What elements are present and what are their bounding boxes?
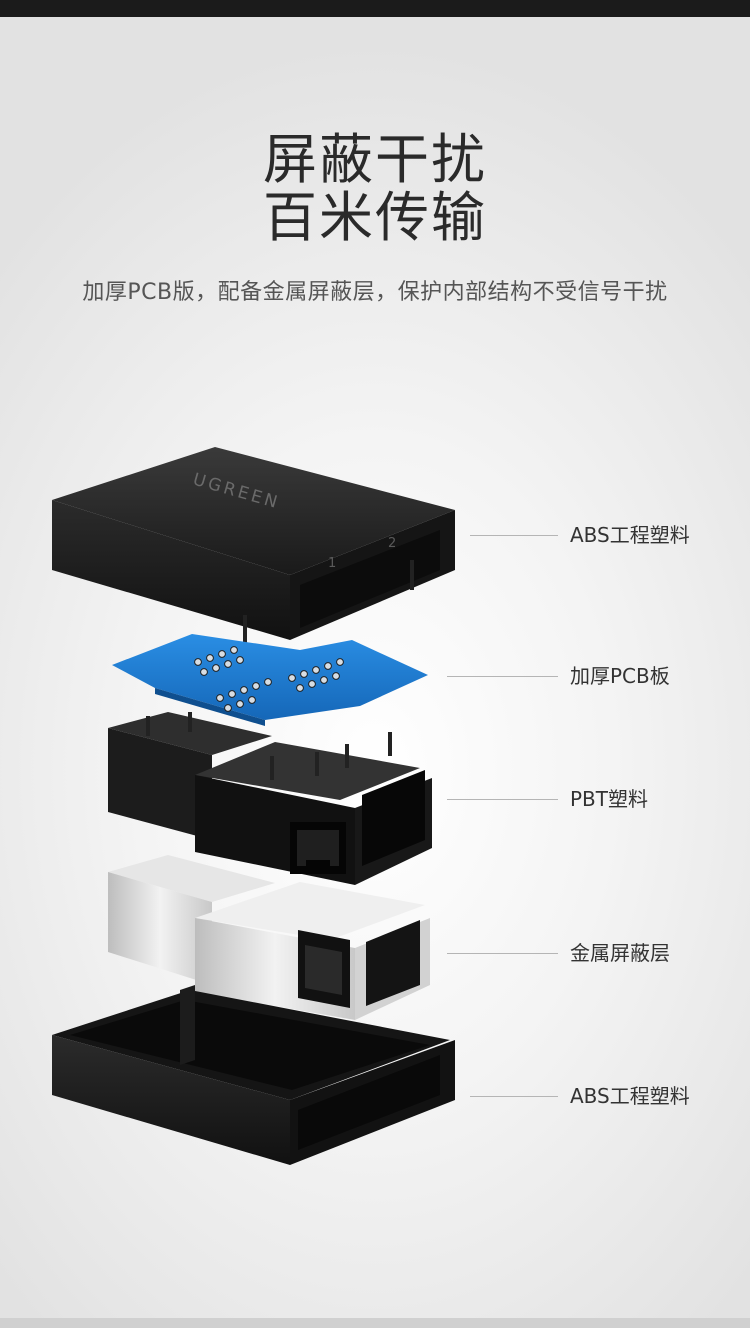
top-cover: UGREEN 1 2 bbox=[52, 447, 455, 645]
port-number-2: 2 bbox=[388, 536, 396, 551]
page-title-line-2: 百米传输 bbox=[263, 186, 487, 249]
callout-line-top-cover bbox=[470, 535, 558, 536]
callout-line-metal-shield bbox=[447, 953, 558, 954]
metal-shield bbox=[108, 855, 430, 1020]
pbt-jack-block bbox=[108, 712, 432, 885]
callout-line-pcb bbox=[447, 676, 558, 677]
page-subtitle: 加厚PCB版，配备金属屏蔽层，保护内部结构不受信号干扰 bbox=[82, 280, 668, 305]
port-number-1: 1 bbox=[328, 556, 336, 571]
callout-label-top-cover: ABS工程塑料 bbox=[570, 523, 690, 547]
pcb-board bbox=[112, 634, 428, 726]
top-bar bbox=[0, 0, 750, 17]
bottom-bar bbox=[0, 1318, 750, 1328]
callout-label-pbt: PBT塑料 bbox=[570, 787, 648, 811]
callout-line-bottom-housing bbox=[470, 1096, 558, 1097]
callout-label-bottom-housing: ABS工程塑料 bbox=[570, 1084, 690, 1108]
callout-line-pbt bbox=[447, 799, 558, 800]
callout-label-metal-shield: 金属屏蔽层 bbox=[570, 941, 670, 965]
bottom-housing bbox=[52, 985, 455, 1165]
page-title-line-1: 屏蔽干扰 bbox=[263, 128, 487, 191]
callout-label-pcb: 加厚PCB板 bbox=[570, 664, 670, 688]
